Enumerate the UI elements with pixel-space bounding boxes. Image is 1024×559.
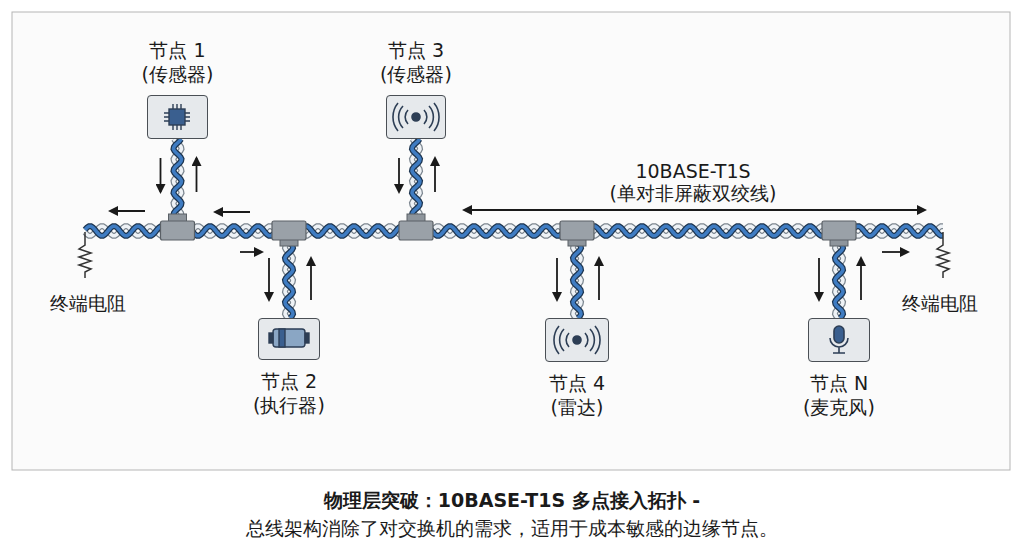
node-role: (传感器) xyxy=(142,62,214,86)
node-role: (执行器) xyxy=(253,393,325,417)
caption: 总线架构消除了对交换机的需求，适用于成本敏感的边缘节点。 xyxy=(0,516,1024,540)
device-boxes xyxy=(147,95,870,362)
device-icons xyxy=(164,103,848,354)
node-name: 节点 1 xyxy=(142,38,214,62)
flow-arrows xyxy=(110,210,925,252)
node-role: (传感器) xyxy=(380,62,452,86)
node-name: 节点 3 xyxy=(380,38,452,62)
node-role: (麦克风) xyxy=(803,395,875,419)
node-label: 节点 4(雷达) xyxy=(549,371,605,419)
twisted-pair xyxy=(85,139,943,318)
terminator-label: 终端电阻 xyxy=(50,292,126,314)
resistor-symbol xyxy=(79,232,949,278)
node-name: 节点 N xyxy=(803,371,875,395)
title: 物理层突破：10BASE-T1S 多点接入拓扑 - xyxy=(0,488,1024,512)
stub-arrows xyxy=(161,158,862,300)
frame xyxy=(12,12,1010,470)
device-box: 节点 4(雷达) xyxy=(545,318,609,362)
t-junctions xyxy=(161,214,857,246)
node-label: 节点 2(执行器) xyxy=(253,369,325,417)
bus-label: 10BASE-T1S xyxy=(635,160,750,182)
node-label: 节点 1(传感器) xyxy=(142,38,214,86)
node-role: (雷达) xyxy=(549,395,605,419)
device-box: 节点 1(传感器) xyxy=(147,95,208,139)
device-box: 节点 3(传感器) xyxy=(386,95,446,139)
node-label: 节点 N(麦克风) xyxy=(803,371,875,419)
device-box: 节点 N(麦克风) xyxy=(808,318,870,362)
bus-label: (单对非屏蔽双绞线) xyxy=(610,182,777,204)
node-name: 节点 4 xyxy=(549,371,605,395)
node-label: 节点 3(传感器) xyxy=(380,38,452,86)
device-box: 节点 2(执行器) xyxy=(258,318,320,360)
terminator-label: 终端电阻 xyxy=(902,292,978,314)
node-name: 节点 2 xyxy=(253,369,325,393)
